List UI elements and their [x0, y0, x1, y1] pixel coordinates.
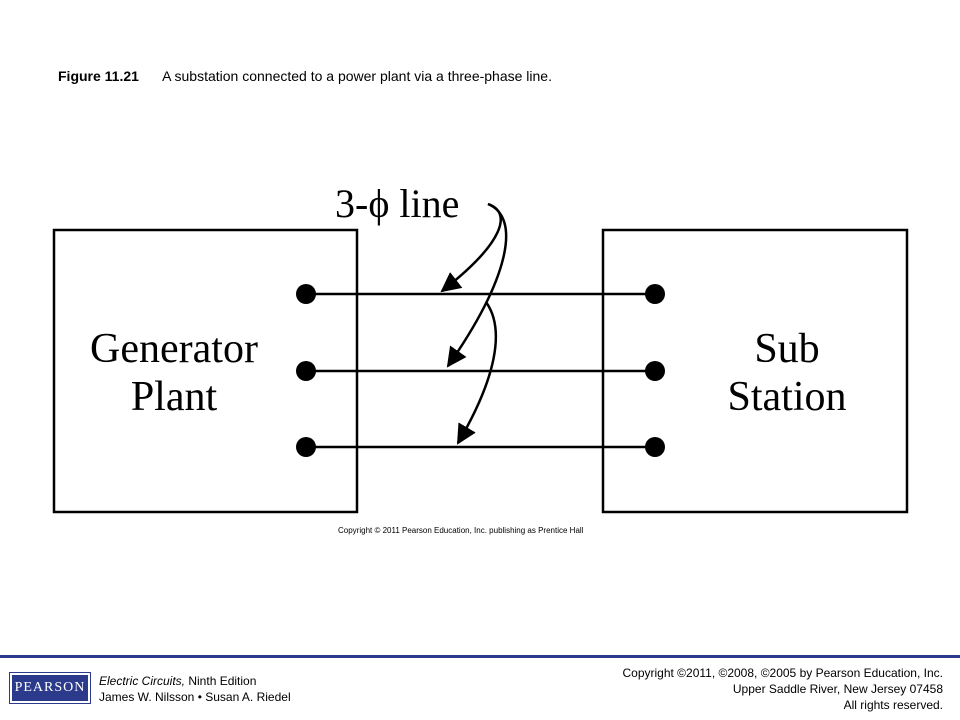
book-title: Electric Circuits, — [99, 674, 186, 688]
substation-terminal-a — [645, 284, 665, 304]
substation-label-line1: Sub — [754, 326, 819, 372]
three-phase-line-label: 3-ϕ line — [335, 181, 459, 226]
generator-terminal-c — [296, 437, 316, 457]
figure-caption: Figure 11.21 A substation connected to a… — [58, 68, 552, 84]
copyright-line-3: All rights reserved. — [843, 698, 943, 712]
footer-divider — [0, 655, 960, 658]
image-copyright: Copyright © 2011 Pearson Education, Inc.… — [338, 526, 584, 535]
figure-number: Figure 11.21 — [58, 68, 139, 84]
pearson-logo: PEARSON — [9, 672, 91, 704]
substation-terminal-c — [645, 437, 665, 457]
generator-terminal-a — [296, 284, 316, 304]
figure-caption-text: A substation connected to a power plant … — [162, 68, 552, 84]
book-info: Electric Circuits, Ninth Edition James W… — [99, 673, 291, 705]
book-edition: Ninth Edition — [185, 674, 257, 688]
generator-label-line2: Plant — [131, 374, 218, 420]
copyright-line-2: Upper Saddle River, New Jersey 07458 — [732, 682, 943, 696]
copyright-line-1: Copyright ©2011, ©2008, ©2005 by Pearson… — [622, 666, 943, 680]
substation-label-line2: Station — [727, 374, 846, 420]
generator-label-line1: Generator — [90, 326, 258, 372]
pointer-arrow-b — [446, 202, 508, 368]
publisher-copyright: Copyright ©2011, ©2008, ©2005 by Pearson… — [622, 665, 943, 713]
book-authors: James W. Nilsson • Susan A. Riedel — [99, 690, 291, 704]
generator-terminal-b — [296, 361, 316, 381]
pointer-arrow-c — [456, 301, 498, 445]
substation-terminal-b — [645, 361, 665, 381]
book-title-line: Electric Circuits, Ninth Edition — [99, 673, 291, 689]
